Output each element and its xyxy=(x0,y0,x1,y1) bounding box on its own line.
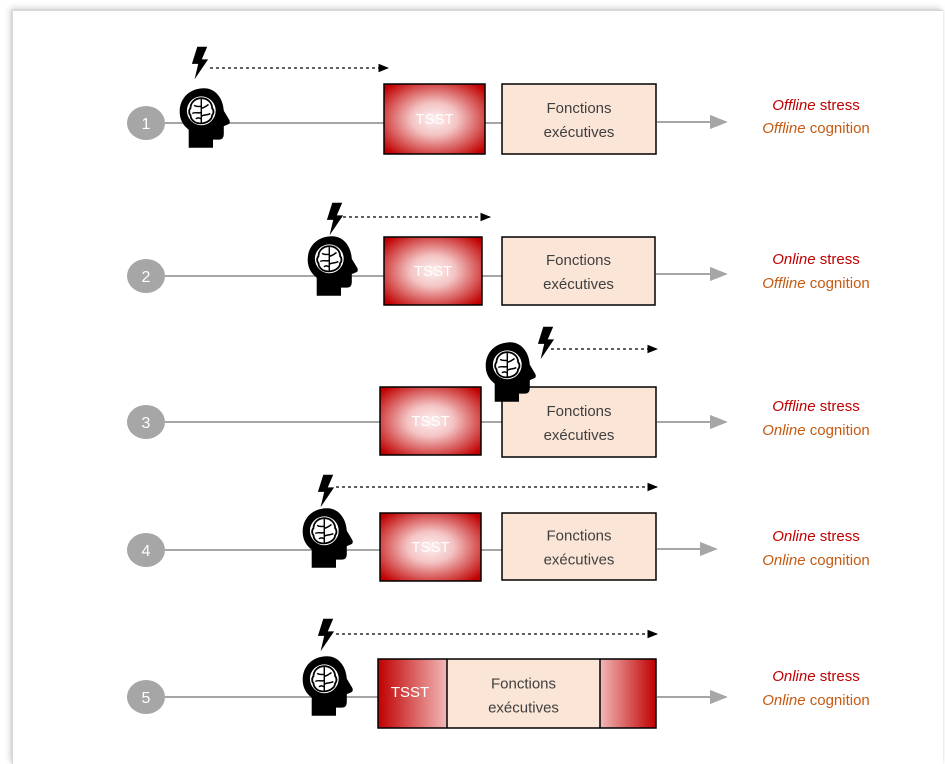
executive-functions-segment xyxy=(447,659,600,728)
cognition-label: Online cognition xyxy=(762,692,870,709)
ef-label-line1: Fonctions xyxy=(546,252,611,269)
lightning-bolt-icon xyxy=(317,474,335,508)
brain-head-icon xyxy=(306,235,359,297)
cognition-word: cognition xyxy=(810,275,870,292)
cognition-mode: Online xyxy=(762,692,805,709)
tsst-segment-right xyxy=(600,659,656,728)
brain-head-icon xyxy=(178,87,231,149)
step-number: 2 xyxy=(142,269,151,286)
tsst-label: TSST xyxy=(411,413,449,430)
executive-functions-box xyxy=(501,83,657,155)
tsst-label: TSST xyxy=(415,111,453,128)
step-number: 1 xyxy=(142,116,151,133)
cognition-word: cognition xyxy=(810,552,870,569)
lightning-bolt-icon xyxy=(191,46,209,80)
ef-label-line1: Fonctions xyxy=(546,100,611,117)
tsst-label: TSST xyxy=(411,539,449,556)
step-number-circle xyxy=(127,106,165,140)
combined-box xyxy=(377,658,657,729)
cognition-label: Online cognition xyxy=(762,422,870,439)
step-number: 5 xyxy=(142,690,151,707)
cognition-label: Offline cognition xyxy=(762,120,870,137)
stress-mode: Online xyxy=(772,668,815,685)
stress-label: Online stress xyxy=(772,251,860,268)
tsst-label: TSST xyxy=(414,263,452,280)
paradigm-row-2: 2 TSST Fonctions exécutives Online stressOff… xyxy=(127,202,870,306)
tsst-box xyxy=(379,386,482,456)
cognition-word: cognition xyxy=(810,692,870,709)
stress-label: Online stress xyxy=(772,528,860,545)
stress-mode: Offline xyxy=(772,398,815,415)
step-number-circle xyxy=(127,680,165,714)
tsst-box xyxy=(379,512,482,582)
cognition-word: cognition xyxy=(810,120,870,137)
ef-label-line2: exécutives xyxy=(544,552,615,569)
cognition-mode: Online xyxy=(762,552,805,569)
stress-label: Offline stress xyxy=(772,398,860,415)
brain-head-icon xyxy=(301,655,354,717)
step-number: 3 xyxy=(142,415,151,432)
tsst-segment-left xyxy=(378,659,447,728)
ef-label-line2: exécutives xyxy=(543,276,614,293)
ef-label-line2: exécutives xyxy=(488,700,559,717)
lightning-bolt-icon xyxy=(326,202,344,236)
cognition-label: Offline cognition xyxy=(762,275,870,292)
ef-label-line1: Fonctions xyxy=(546,528,611,545)
ef-label-line1: Fonctions xyxy=(491,676,556,693)
step-number: 4 xyxy=(142,543,151,560)
stress-word: stress xyxy=(820,251,860,268)
cognition-mode: Online xyxy=(762,422,805,439)
stress-word: stress xyxy=(820,528,860,545)
stress-mode: Online xyxy=(772,251,815,268)
brain-head-icon xyxy=(301,507,354,569)
stress-mode: Online xyxy=(772,528,815,545)
executive-functions-box xyxy=(501,236,656,306)
ef-label-line1: Fonctions xyxy=(546,403,611,420)
paradigm-row-3: 3 TSST Fonctions exécutives Offline stressOn… xyxy=(127,326,870,458)
tsst-box xyxy=(383,83,486,155)
executive-functions-box xyxy=(501,512,657,581)
step-number-circle xyxy=(127,533,165,567)
stress-label: Online stress xyxy=(772,668,860,685)
stress-mode: Offline xyxy=(772,97,815,114)
step-number-circle xyxy=(127,259,165,293)
ef-label-line2: exécutives xyxy=(544,427,615,444)
stress-word: stress xyxy=(820,668,860,685)
tsst-label: TSST xyxy=(391,684,429,701)
tsst-box xyxy=(383,236,483,306)
cognition-word: cognition xyxy=(810,422,870,439)
lightning-bolt-icon xyxy=(537,326,555,360)
stress-word: stress xyxy=(820,97,860,114)
lightning-bolt-icon xyxy=(317,618,335,652)
ef-label-line2: exécutives xyxy=(544,124,615,141)
executive-functions-box xyxy=(501,386,657,458)
cognition-mode: Offline xyxy=(762,275,805,292)
cognition-label: Online cognition xyxy=(762,552,870,569)
step-number-circle xyxy=(127,405,165,439)
cognition-mode: Offline xyxy=(762,120,805,137)
stress-label: Offline stress xyxy=(772,97,860,114)
stress-word: stress xyxy=(820,398,860,415)
